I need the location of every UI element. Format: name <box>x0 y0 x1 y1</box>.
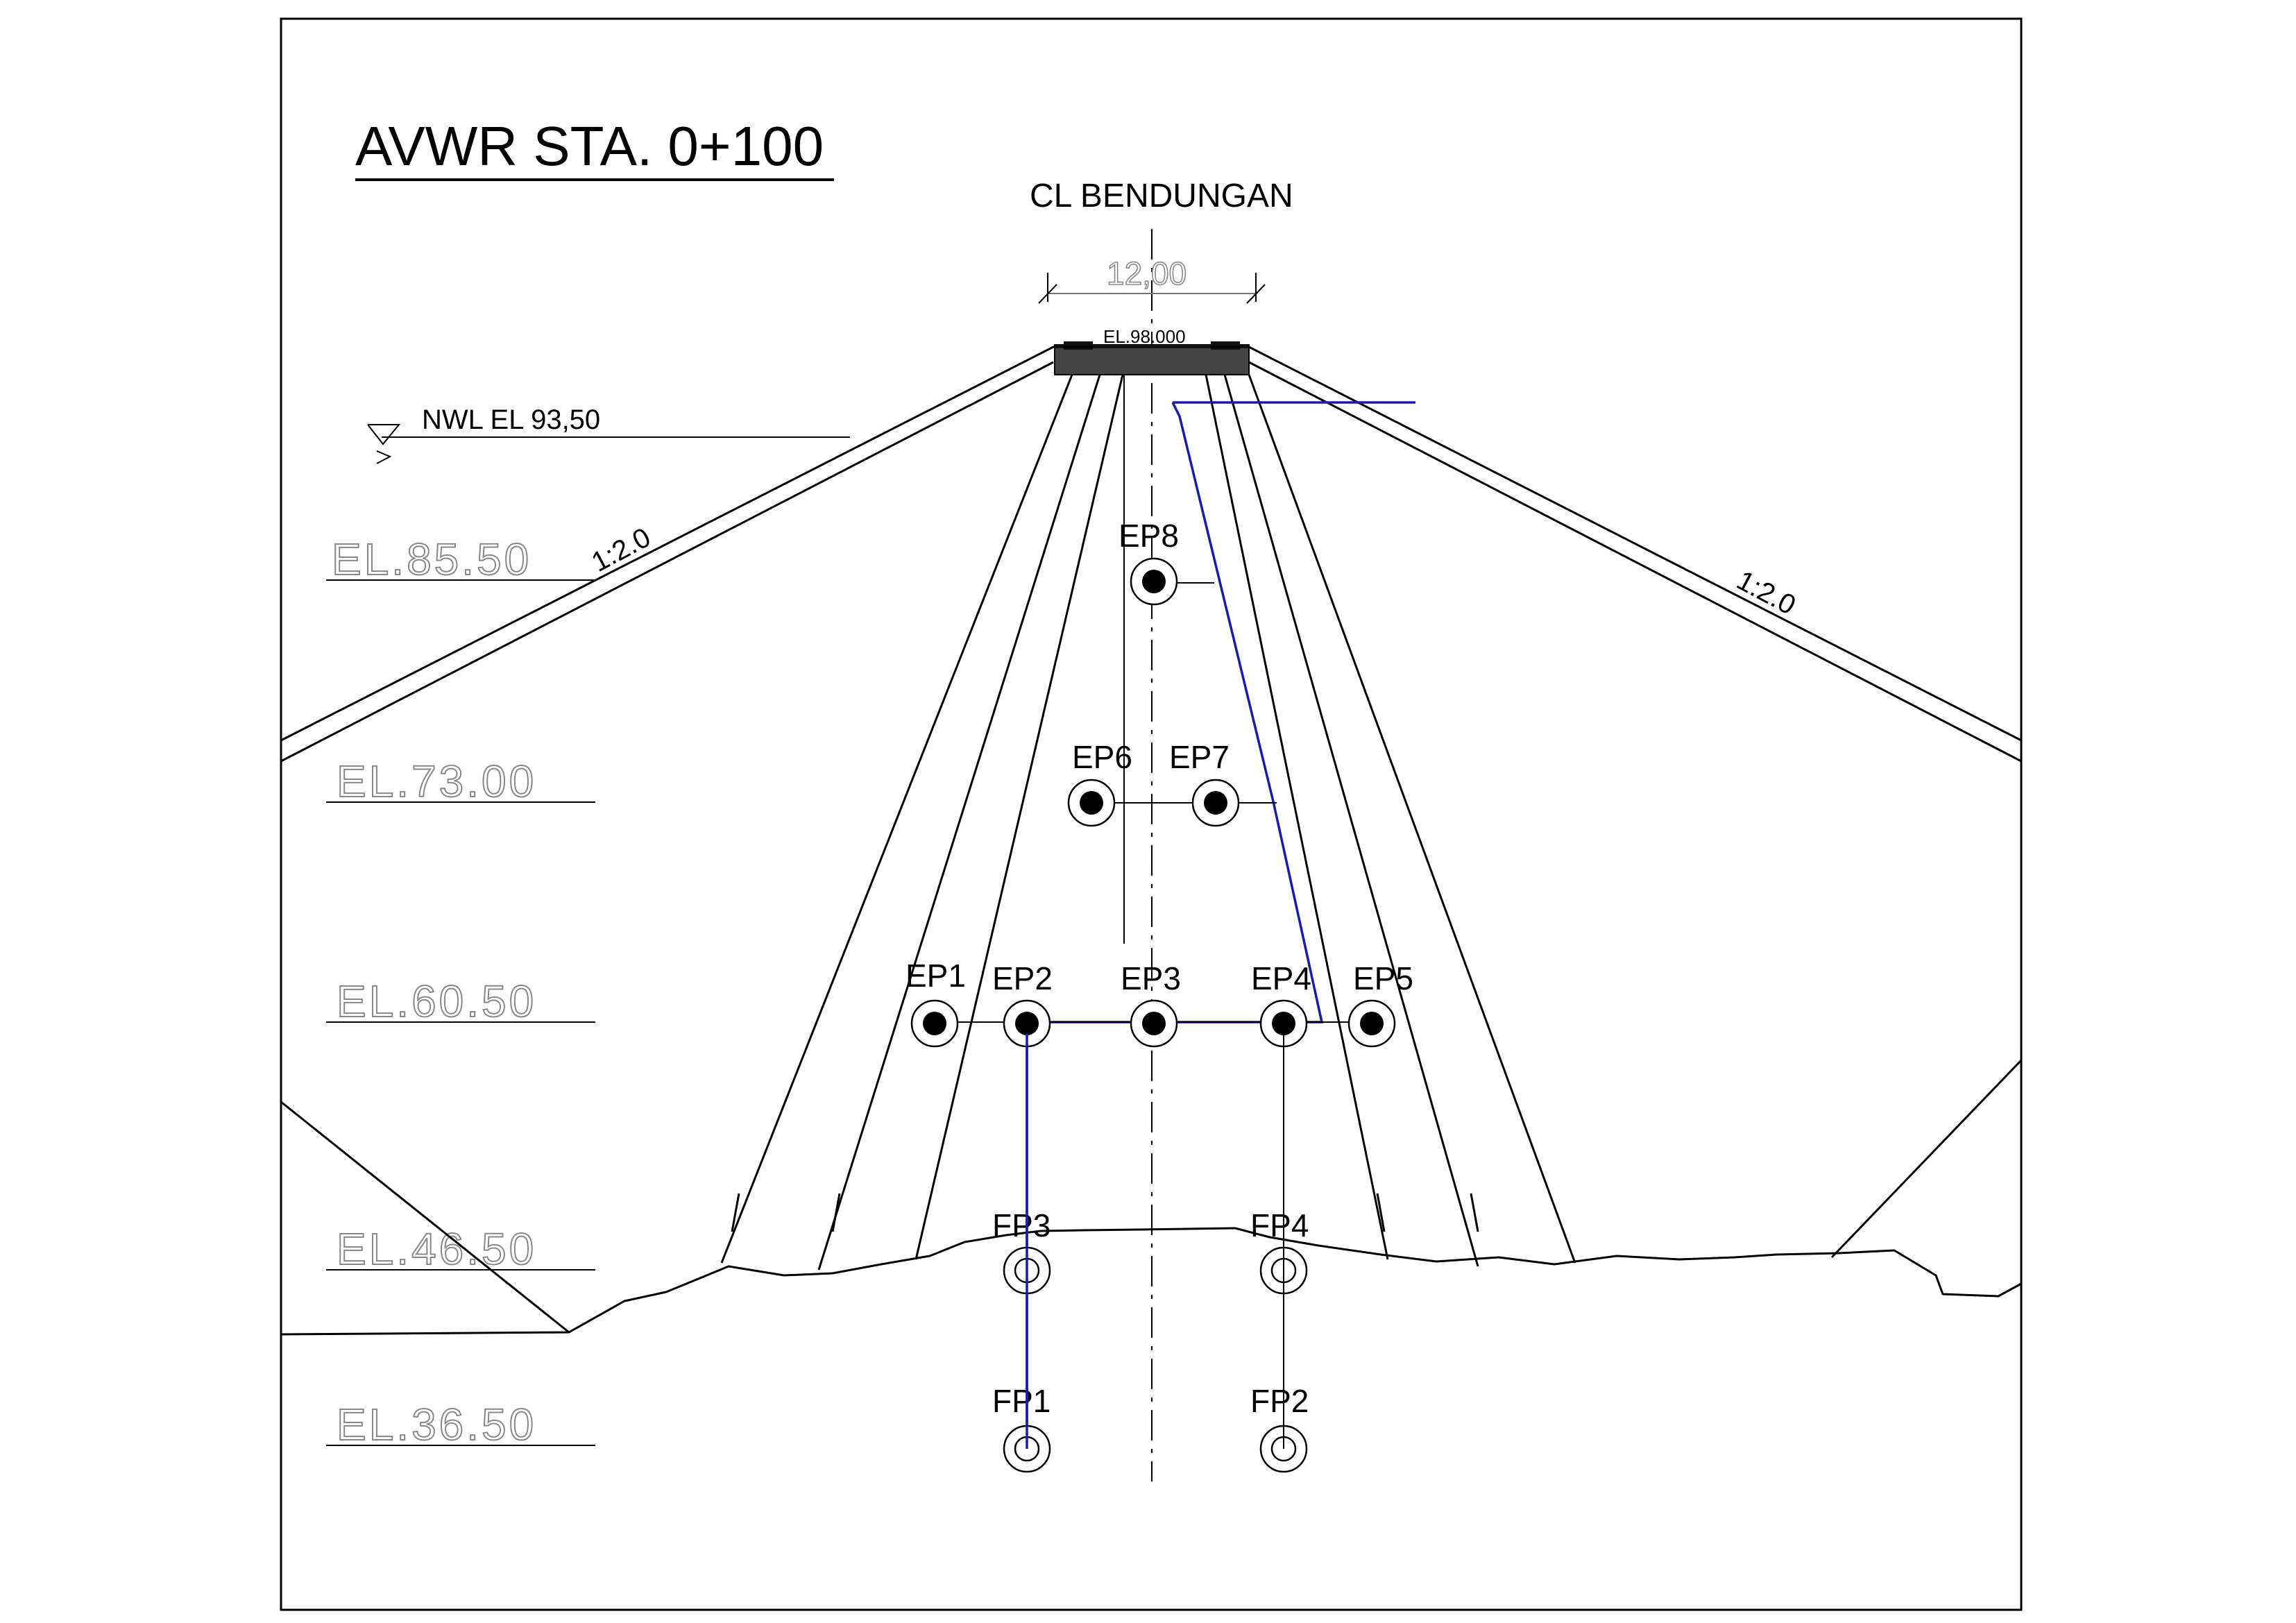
elevation-label: EL.73.00 <box>337 756 536 806</box>
elevation-label: EL.46.50 <box>337 1224 536 1274</box>
svg-text:NWL EL 93,50: NWL EL 93,50 <box>422 405 600 435</box>
crest-width-dimension: 12,00 <box>1038 255 1266 304</box>
piezometer-ep3: EP3 <box>1121 960 1181 1048</box>
piezometer-ep2: EP2 <box>992 960 1053 1048</box>
svg-text:FP3: FP3 <box>992 1207 1051 1243</box>
svg-text:EP1: EP1 <box>905 958 966 994</box>
piezometer-ep7: EP7 <box>1169 739 1240 827</box>
centerline-label: CL BENDUNGAN <box>1030 178 1293 214</box>
piezometer-fp3: FP3 <box>992 1207 1051 1295</box>
elevation-label: EL.60.50 <box>337 976 536 1026</box>
normal-water-level: NWL EL 93,50 <box>367 405 850 464</box>
slope-label-downstream: 1:2.0 <box>1732 565 1801 621</box>
piezometer-fp2: FP2 <box>1250 1383 1309 1473</box>
piezometer-ep5: EP5 <box>1347 960 1413 1048</box>
elevation-markers: EL.85.50 EL.73.00 EL.60.50 EL.46.50 EL.3… <box>326 534 597 1450</box>
svg-text:EP5: EP5 <box>1353 960 1413 996</box>
elevation-label: EL.85.50 <box>332 534 532 584</box>
piezometer-fp4: FP4 <box>1250 1207 1309 1295</box>
svg-text:EP6: EP6 <box>1072 739 1132 775</box>
crest-elevation-label: EL.98.000 <box>1103 326 1186 347</box>
piezometer-ep1: EP1 <box>905 958 966 1048</box>
piezometer-ep6: EP6 <box>1067 739 1132 827</box>
piezometer-ep8: EP8 <box>1119 518 1179 606</box>
svg-text:FP4: FP4 <box>1250 1207 1309 1243</box>
dam-embankment-outline <box>280 346 2022 763</box>
svg-text:EP7: EP7 <box>1169 739 1230 775</box>
ep-piezometers: EP8 EP6 EP7 EP1 EP2 EP3 <box>905 518 1413 1048</box>
drawing-title: AVWR STA. 0+100 <box>355 115 824 177</box>
excavation-lines <box>280 1059 2023 1334</box>
svg-text:EP4: EP4 <box>1251 960 1311 996</box>
foundation-ground-line <box>280 1227 2022 1336</box>
fp-piezometers: FP3 FP4 FP1 FP2 <box>992 1207 1309 1473</box>
svg-text:EP8: EP8 <box>1119 518 1179 554</box>
svg-text:FP2: FP2 <box>1250 1383 1309 1419</box>
svg-text:EP3: EP3 <box>1121 960 1181 996</box>
dam-internal-zones <box>720 374 1576 1271</box>
svg-text:FP1: FP1 <box>992 1383 1051 1419</box>
svg-text:12,00: 12,00 <box>1107 255 1187 291</box>
svg-text:EP2: EP2 <box>992 960 1053 996</box>
piezometer-ep4: EP4 <box>1251 960 1311 1048</box>
drawing-frame <box>280 17 2023 1611</box>
piezometer-fp1: FP1 <box>992 1383 1051 1473</box>
slope-label-upstream: 1:2.0 <box>587 522 656 578</box>
elevation-label: EL.36.50 <box>337 1400 536 1450</box>
